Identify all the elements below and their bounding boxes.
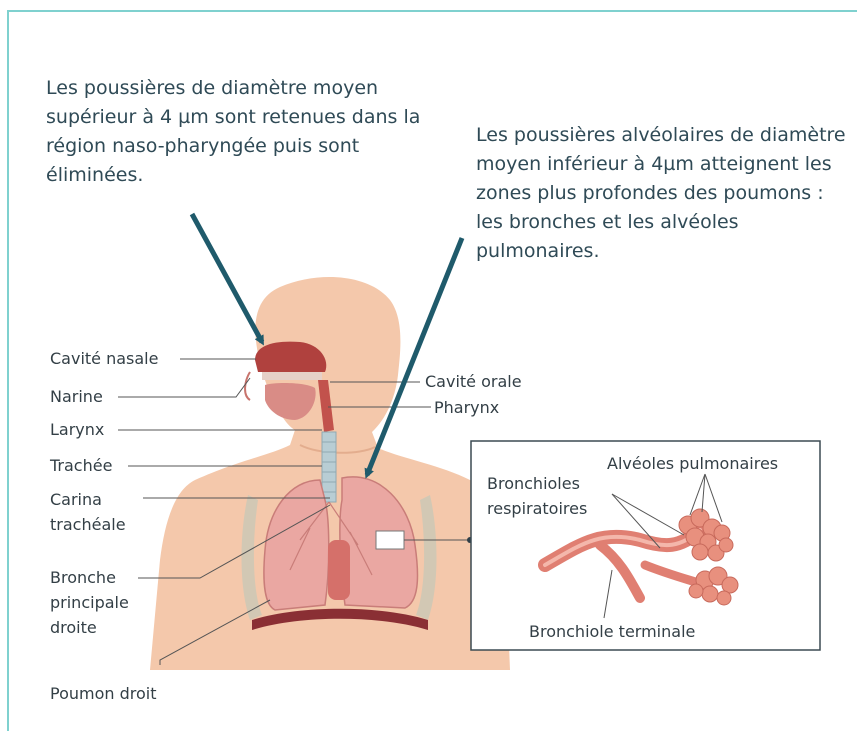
label-cavite-orale: Cavité orale [425,370,522,394]
label-cavite-nasale: Cavité nasale [50,347,158,371]
label-bronche: Bronche principale droite [50,565,160,640]
label-narine: Narine [50,385,103,409]
label-trachee: Trachée [50,454,112,478]
label-poumon: Poumon droit [50,682,157,706]
arrow-upper [192,214,262,342]
label-carina: Carina trachéale [50,487,150,537]
label-larynx: Larynx [50,418,104,442]
label-pharynx: Pharynx [434,396,499,420]
label-bronchiole-term: Bronchiole terminale [529,620,695,644]
label-bronchioles-resp: Bronchioles respiratoires [487,471,617,521]
label-alveoles: Alvéoles pulmonaires [607,452,778,476]
zoom-marker [376,531,404,549]
heart-shape [328,540,350,600]
